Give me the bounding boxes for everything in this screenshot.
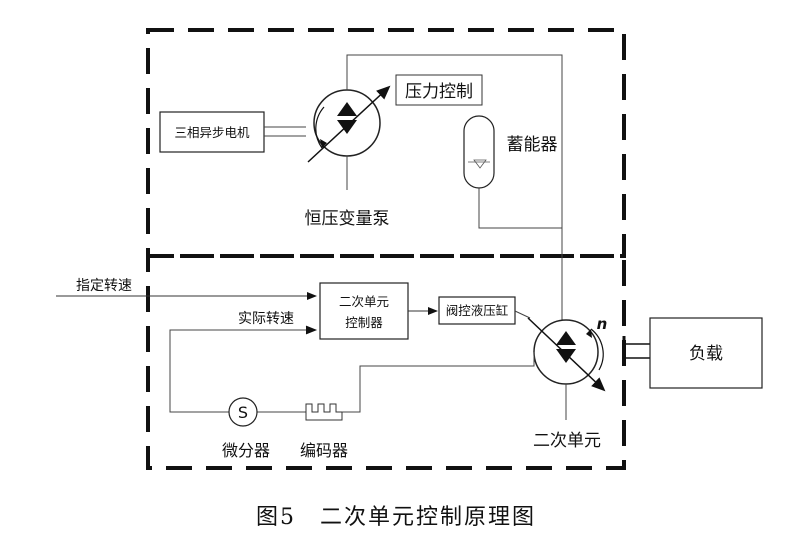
motor-box — [159, 111, 265, 153]
accumulator-line — [478, 188, 562, 229]
accumulator-symbol — [463, 115, 495, 189]
pump-label: 恒压变量泵 — [305, 209, 390, 229]
valve-cylinder-box — [438, 296, 516, 325]
actual-speed-feedback-line — [169, 329, 316, 413]
figure-caption: 图5 二次单元控制原理图 — [256, 505, 536, 530]
valve-to-unit-line — [514, 310, 531, 319]
controller-box — [319, 282, 409, 340]
actual-speed-label: 实际转速 — [238, 311, 294, 327]
pressure-control-box — [395, 74, 483, 106]
encoder-label: 编码器 — [300, 441, 348, 460]
controller-label-line2: 控制器 — [345, 315, 383, 330]
set-speed-label: 指定转速 — [76, 278, 132, 294]
accumulator-label: 蓄能器 — [507, 135, 558, 155]
upper-dashed-boundary — [146, 28, 626, 258]
controller-label-line1: 二次单元 — [339, 294, 389, 309]
encoder-signal-line — [342, 352, 535, 413]
actual-speed-arrow — [305, 325, 318, 335]
secondary-unit-label: 二次单元 — [533, 431, 601, 451]
encoder-symbol — [305, 403, 343, 421]
pump-symbol — [307, 85, 391, 163]
speed-symbol: n — [597, 315, 608, 333]
load-box — [649, 317, 763, 389]
pressure-control-label: 压力控制 — [405, 82, 473, 102]
pressure-line — [346, 54, 563, 322]
valve-cylinder-label: 阀控液压缸 — [446, 303, 509, 318]
load-label: 负载 — [689, 344, 723, 364]
motor-label: 三相异步电机 — [174, 125, 250, 140]
differentiator-symbol — [228, 397, 258, 427]
differentiator-label: 微分器 — [222, 441, 270, 460]
differentiator-symbol-letter: S — [238, 403, 248, 422]
secondary-unit-symbol — [527, 317, 606, 392]
